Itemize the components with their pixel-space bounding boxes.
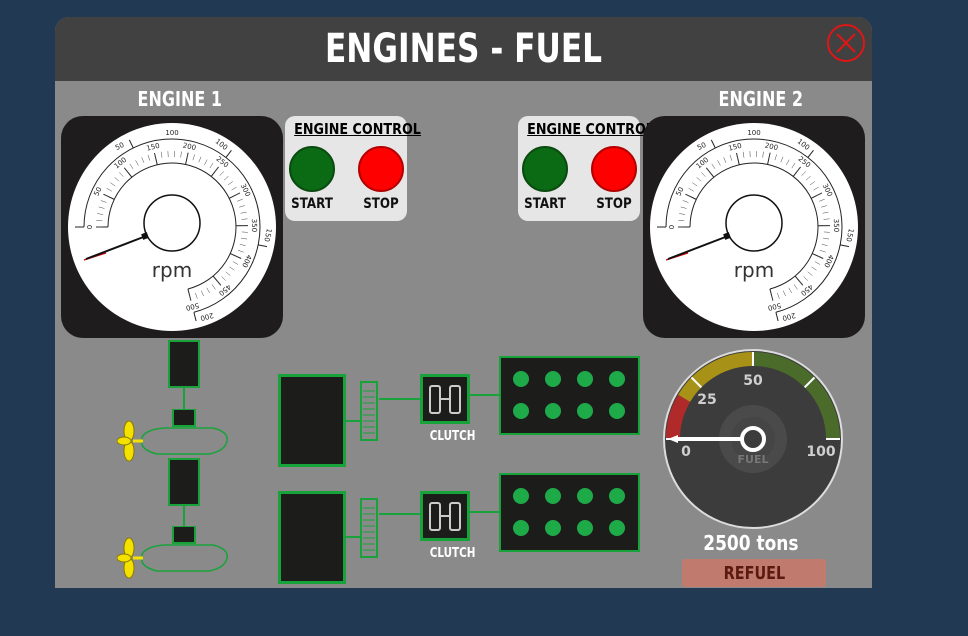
engine1-label: ENGINE 1 [137,87,222,111]
clutch-2-icon[interactable] [420,491,470,541]
clutch-1-label: CLUTCH [429,429,476,444]
title-bar: ENGINES - FUEL [55,17,872,81]
engine2-start-label: START [524,196,566,212]
engine1-start-button[interactable] [289,146,335,192]
engine1-tick-label: 350 [250,219,258,233]
engine2-outer-tick-label: 150 [844,228,855,243]
coupling-2-icon [360,498,378,558]
engine1-outer-tick-label: 50 [114,141,126,152]
refuel-button[interactable]: REFUEL [682,559,826,587]
engine1-tick-label: 150 [146,142,161,153]
fuel-tick [690,376,703,389]
engine2-tick-label: 50 [674,186,685,198]
engine2-control-title: ENGINE CONTROL [527,120,654,138]
shaft-generator-1 [168,340,200,388]
engine1-tick-label: 200 [182,142,197,153]
engine1-needle [85,235,147,260]
fuel-tick [803,376,816,389]
engine1-top-label: 100 [165,129,178,137]
engine2-stop-label: STOP [596,196,632,212]
fuel-needle-hub [740,426,766,452]
engine2-tick-label: 200 [764,142,779,153]
engine1-stop-label: STOP [363,196,399,212]
shaft-generator-2 [168,458,200,506]
fuel-tick-label: 100 [806,444,835,460]
propeller-2-icon[interactable] [117,526,237,586]
engine1-tick-label: 500 [185,301,200,312]
fuel-amount: 2500 tons [703,531,799,555]
engine1-tick-label: 0 [86,225,94,229]
engine1-hub [143,194,201,252]
engine1-start-label: START [291,196,333,212]
cylinder-bank-1 [499,356,640,435]
engine1-control-title: ENGINE CONTROL [294,120,421,138]
engine2-unit-label: rpm [734,258,774,282]
gearbox-2 [278,491,346,584]
fuel-tick-label: 0 [681,444,691,460]
window-title: ENGINES - FUEL [324,26,603,72]
fuel-tick-label: 25 [697,392,716,408]
coupling-1-icon [360,381,378,441]
engine2-tick-label: 150 [728,142,743,153]
engine1-stop-button[interactable] [358,146,404,192]
engine2-start-button[interactable] [522,146,568,192]
engine1-outer-tick-label: 150 [262,228,273,243]
fuel-gauge-label: FUEL [738,453,769,466]
engine1-control-panel: ENGINE CONTROL START STOP [285,116,421,221]
propeller-1-icon[interactable] [117,409,237,469]
clutch-2-label: CLUTCH [429,546,476,561]
fuel-tick-label: 50 [743,373,763,389]
engine2-stop-button[interactable] [591,146,637,192]
engine2-tick-label: 500 [767,301,782,312]
engine1-tick-label: 50 [92,186,103,198]
engine2-tick-label: 0 [668,225,676,229]
engine2-label: ENGINE 2 [718,87,803,111]
engine2-hub [725,194,783,252]
close-icon[interactable] [826,23,866,63]
engine2-top-label: 100 [747,129,760,137]
engine1-outer-tick-label: 200 [199,311,214,322]
engine2-outer-tick-label: 50 [696,141,708,152]
clutch-1-icon[interactable] [420,374,470,424]
engine2-needle [667,235,729,260]
engine1-unit-label: rpm [152,258,192,282]
engine2-tick-label: 350 [832,219,840,233]
gearbox-1 [278,374,346,467]
cylinder-bank-2 [499,473,640,552]
engine2-outer-tick-label: 200 [781,311,796,322]
engine2-control-panel: ENGINE CONTROL START STOP [518,116,654,221]
